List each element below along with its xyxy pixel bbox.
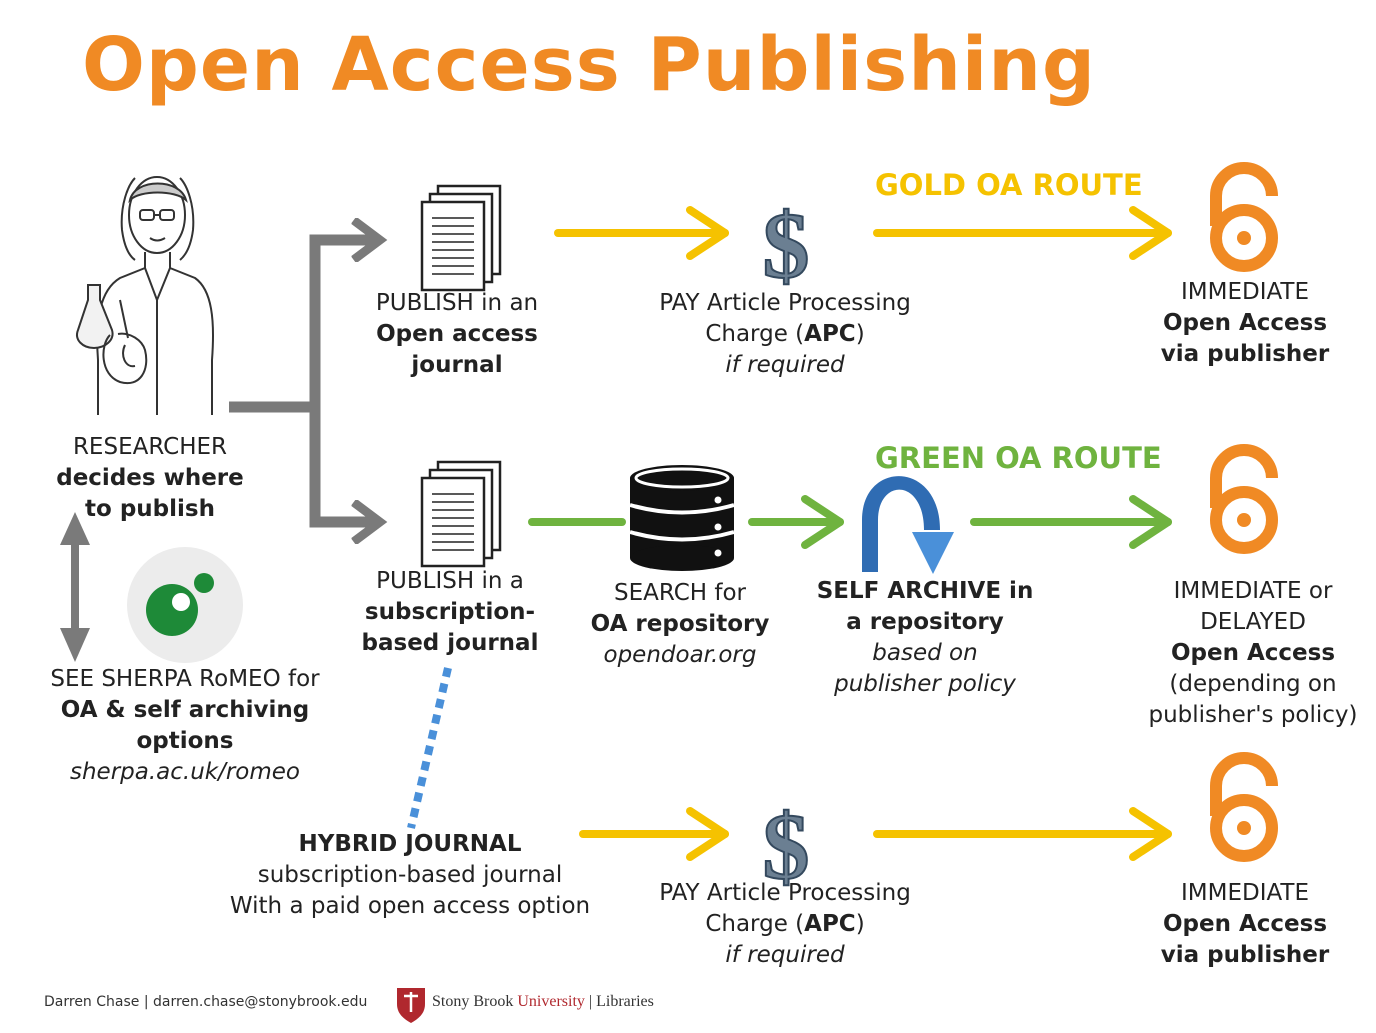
immediate-green-line: IMMEDIATE or bbox=[1173, 578, 1333, 604]
green-route-label: GREEN OA ROUTE bbox=[875, 441, 1162, 475]
university-text: University bbox=[517, 993, 585, 1010]
researcher-sherpa-double-arrow bbox=[60, 512, 90, 662]
hybrid-line: With a paid open access option bbox=[229, 893, 591, 919]
open-access-lock-icon bbox=[1210, 752, 1278, 862]
immediate-line: IMMEDIATE bbox=[1180, 279, 1310, 305]
page-title: Open Access Publishing bbox=[82, 22, 1096, 108]
open-access-lock-icon bbox=[1210, 162, 1278, 272]
hybrid-line: subscription-based journal bbox=[257, 862, 563, 888]
researcher-line: to publish bbox=[85, 496, 215, 522]
self-archive-line: SELF ARCHIVE in bbox=[816, 578, 1034, 604]
hybrid-dotted-connector bbox=[407, 667, 452, 829]
opendoar-link[interactable]: opendoar.org bbox=[603, 642, 757, 668]
search-repository-label: SEARCH for OA repository opendoar.org bbox=[570, 578, 790, 671]
apc-line: if required bbox=[725, 352, 845, 378]
apc-line: PAY Article Processing bbox=[659, 880, 911, 906]
apc-text: Charge ( bbox=[705, 911, 805, 937]
publish-sub-line: PUBLISH in a bbox=[376, 568, 524, 594]
sherpa-line: options bbox=[136, 728, 234, 754]
gold-arrows bbox=[554, 206, 1172, 861]
self-archive-line: a repository bbox=[846, 609, 1004, 635]
search-line: SEARCH for bbox=[614, 580, 746, 606]
apc-text: Charge ( bbox=[705, 321, 805, 347]
pay-apc-label-top: PAY Article Processing Charge (APC) if r… bbox=[630, 288, 940, 381]
immediate-line: via publisher bbox=[1160, 341, 1330, 367]
immediate-green-line: DELAYED bbox=[1200, 609, 1306, 635]
apc-line: PAY Article Processing bbox=[659, 290, 911, 316]
apc-line: Charge (APC) bbox=[630, 909, 940, 940]
researcher-line: RESEARCHER bbox=[72, 434, 228, 460]
sherpa-line: OA & self archiving bbox=[60, 697, 310, 723]
dollar-icon: $ bbox=[763, 795, 810, 899]
immediate-green-line: publisher's policy) bbox=[1148, 702, 1358, 728]
gold-route-label: GOLD OA ROUTE bbox=[875, 168, 1143, 202]
stony-brook-text: Stony Brook bbox=[432, 993, 518, 1010]
publish-subscription-journal-label: PUBLISH in a subscription- based journal bbox=[345, 566, 555, 659]
immediate-oa-top-label: IMMEDIATE Open Access via publisher bbox=[1140, 277, 1350, 370]
immediate-line: via publisher bbox=[1160, 942, 1330, 968]
publish-oa-line: PUBLISH in an bbox=[375, 290, 539, 316]
researcher-branch-arrows bbox=[229, 240, 380, 522]
self-archive-line: publisher policy bbox=[834, 671, 1016, 697]
open-access-lock-icon bbox=[1210, 444, 1278, 554]
immediate-oa-bottom-label: IMMEDIATE Open Access via publisher bbox=[1140, 878, 1350, 971]
document-stack-icon-top bbox=[420, 184, 502, 292]
publish-oa-journal-label: PUBLISH in an Open access journal bbox=[352, 288, 562, 381]
stony-brook-libraries-logo: Stony Brook University | Libraries bbox=[432, 993, 654, 1011]
apc-line: if required bbox=[725, 942, 845, 968]
search-line: OA repository bbox=[590, 611, 770, 637]
publish-sub-line: based journal bbox=[361, 630, 539, 656]
self-archive-line: based on bbox=[872, 640, 978, 666]
database-icon bbox=[629, 465, 735, 571]
researcher-label: RESEARCHER decides where to publish bbox=[35, 432, 265, 525]
libraries-text: | Libraries bbox=[584, 993, 654, 1010]
apc-text: ) bbox=[855, 911, 865, 937]
sherpa-line: SEE SHERPA RoMEO for bbox=[50, 666, 320, 692]
immediate-line: Open Access bbox=[1162, 310, 1328, 336]
sherpa-romeo-logo bbox=[127, 547, 243, 663]
apc-abbrev: APC bbox=[804, 321, 856, 347]
sherpa-romeo-label: SEE SHERPA RoMEO for OA & self archiving… bbox=[30, 664, 340, 788]
hybrid-line: HYBRID JOURNAL bbox=[298, 831, 522, 857]
publish-oa-line: Open access bbox=[376, 321, 538, 347]
apc-text: ) bbox=[855, 321, 865, 347]
green-arrows bbox=[528, 495, 1172, 549]
hybrid-journal-label: HYBRID JOURNAL subscription-based journa… bbox=[200, 829, 620, 922]
self-archive-curved-arrow-icon bbox=[862, 476, 954, 574]
immediate-green-line: (depending on bbox=[1169, 671, 1337, 697]
dollar-icon: $ bbox=[763, 194, 810, 298]
self-archive-label: SELF ARCHIVE in a repository based on pu… bbox=[810, 576, 1040, 700]
immediate-or-delayed-oa-label: IMMEDIATE or DELAYED Open Access (depend… bbox=[1135, 576, 1371, 731]
researcher-line: decides where bbox=[56, 465, 244, 491]
publish-sub-line: subscription- bbox=[364, 599, 536, 625]
document-stack-icon-middle bbox=[420, 460, 502, 568]
sherpa-link[interactable]: sherpa.ac.uk/romeo bbox=[69, 759, 301, 785]
apc-line: Charge (APC) bbox=[630, 319, 940, 350]
immediate-line: IMMEDIATE bbox=[1180, 880, 1310, 906]
immediate-line: Open Access bbox=[1162, 911, 1328, 937]
publish-oa-line: journal bbox=[411, 352, 503, 378]
immediate-green-line: Open Access bbox=[1170, 640, 1336, 666]
footer-credit: Darren Chase | darren.chase@stonybrook.e… bbox=[44, 994, 368, 1010]
stony-brook-shield-icon bbox=[397, 988, 425, 1023]
pay-apc-label-bottom: PAY Article Processing Charge (APC) if r… bbox=[630, 878, 940, 971]
researcher-illustration bbox=[76, 176, 215, 415]
apc-abbrev: APC bbox=[804, 911, 856, 937]
